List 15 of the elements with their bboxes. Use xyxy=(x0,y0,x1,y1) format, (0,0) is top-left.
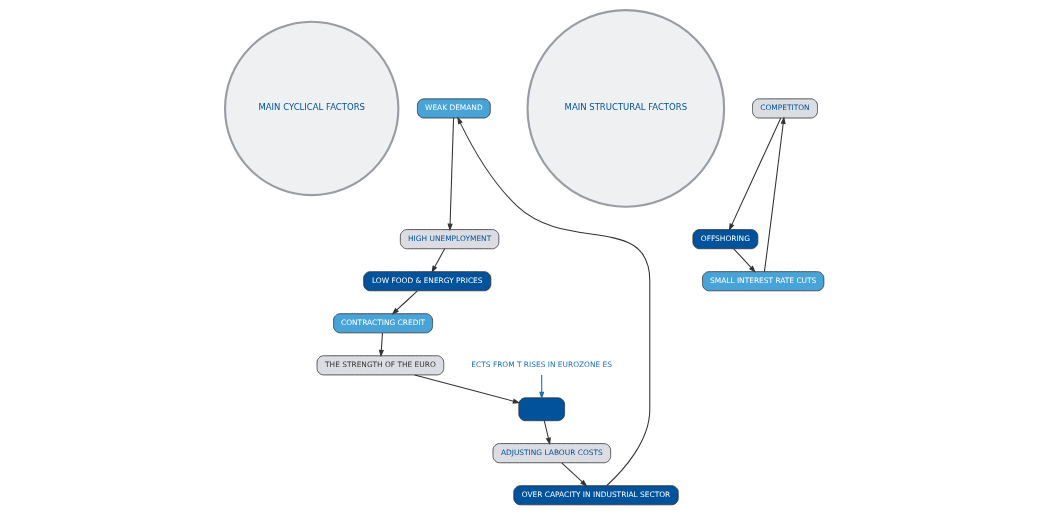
node-circle: MAIN CYCLICAL FACTORS xyxy=(224,20,400,197)
arrow xyxy=(414,374,521,404)
arrow xyxy=(763,116,786,273)
arrow xyxy=(543,420,551,446)
arrow xyxy=(457,116,651,486)
node-box xyxy=(518,397,565,422)
arrow xyxy=(431,248,446,274)
arrow xyxy=(539,374,545,400)
arrow xyxy=(447,117,455,232)
node-circle: MAIN STRUCTURAL FACTORS xyxy=(526,9,726,208)
arrow xyxy=(733,248,756,273)
arrow xyxy=(378,332,384,358)
arrow xyxy=(391,290,418,315)
arrow xyxy=(728,117,782,231)
arrow xyxy=(561,462,588,487)
